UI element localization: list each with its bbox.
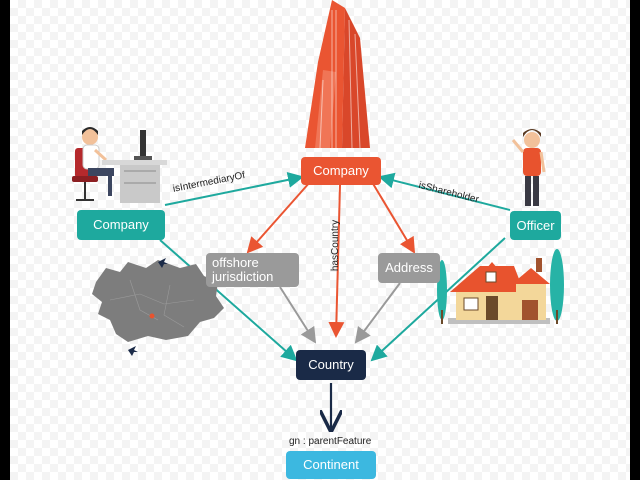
house-icon <box>437 249 564 324</box>
office-worker-icon <box>72 127 167 203</box>
edge-company-to-address <box>371 181 416 254</box>
node-address[interactable]: Address <box>378 253 440 283</box>
label-parent-feature: gn : parentFeature <box>289 436 372 447</box>
iceland-map-icon <box>92 260 224 342</box>
edge-is-shareholder <box>378 172 511 211</box>
diagram-canvas: Company Company Officer offshore jurisdi… <box>10 0 630 480</box>
node-company-center[interactable]: Company <box>301 157 381 185</box>
node-company-left[interactable]: Company <box>77 210 165 240</box>
officer-person-icon <box>511 129 546 206</box>
edge-address-to-country <box>354 282 401 344</box>
airplane-icon <box>128 258 168 356</box>
node-continent[interactable]: Continent <box>286 451 376 479</box>
edge-offshore-to-country <box>279 286 317 344</box>
node-officer[interactable]: Officer <box>510 211 561 240</box>
label-has-country: hasCountry <box>330 219 342 272</box>
edge-company-to-offshore <box>246 181 311 254</box>
node-country[interactable]: Country <box>296 350 366 380</box>
skyscraper-icon <box>305 0 370 149</box>
edge-has-country <box>328 184 345 338</box>
edge-is-intermediary-of <box>164 171 304 206</box>
node-offshore-jurisdiction[interactable]: offshore jurisdiction <box>206 253 299 287</box>
edge-company-to-country <box>159 239 298 362</box>
diagram-graphics <box>72 0 564 480</box>
